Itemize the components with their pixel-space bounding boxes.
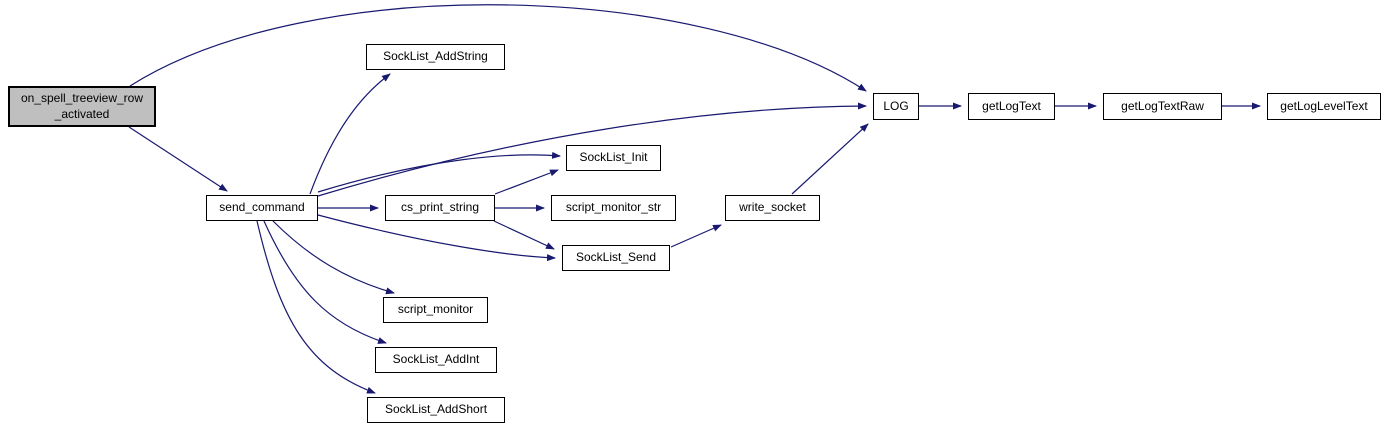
edge-send_command-to-socklist_addint	[263, 220, 387, 344]
node-socklist_addint[interactable]: SockList_AddInt	[375, 347, 497, 373]
edge-send_command-to-log	[317, 102, 867, 197]
node-write_socket[interactable]: write_socket	[725, 195, 820, 221]
node-socklist_addshort[interactable]: SockList_AddShort	[367, 397, 505, 423]
edge-send_command-to-socklist_init	[317, 151, 561, 193]
edge-send_command-to-socklist_addstring	[309, 73, 391, 195]
node-getlogtextraw[interactable]: getLogTextRaw	[1103, 93, 1222, 120]
edge-on_spell_treeview_row_activated-to-log	[129, 4, 867, 92]
node-getlogtext[interactable]: getLogText	[968, 93, 1055, 120]
edge-socklist_send-to-write_socket	[670, 224, 722, 248]
edge-cs_print_string-to-socklist_send	[493, 220, 555, 250]
edge-send_command-to-script_monitor	[272, 220, 395, 295]
node-socklist_addstring[interactable]: SockList_AddString	[366, 44, 505, 70]
node-on_spell_treeview_row_activated: on_spell_treeview_row _activated	[8, 86, 156, 127]
edge-on_spell_treeview_row_activated-to-send_command	[128, 126, 228, 192]
node-send_command[interactable]: send_command	[206, 195, 318, 221]
node-socklist_init[interactable]: SockList_Init	[566, 145, 661, 171]
node-script_monitor[interactable]: script_monitor	[383, 297, 488, 323]
edge-send_command-to-socklist_addshort	[256, 220, 376, 394]
node-socklist_send[interactable]: SockList_Send	[562, 245, 670, 271]
node-log[interactable]: LOG	[873, 93, 919, 120]
edge-cs_print_string-to-socklist_init	[494, 169, 559, 195]
edge-write_socket-to-log	[791, 123, 869, 195]
node-getlogleveltext[interactable]: getLogLevelText	[1267, 93, 1381, 120]
node-cs_print_string[interactable]: cs_print_string	[385, 195, 495, 221]
edge-send_command-to-socklist_send	[317, 214, 556, 262]
node-script_monitor_str[interactable]: script_monitor_str	[551, 195, 676, 221]
